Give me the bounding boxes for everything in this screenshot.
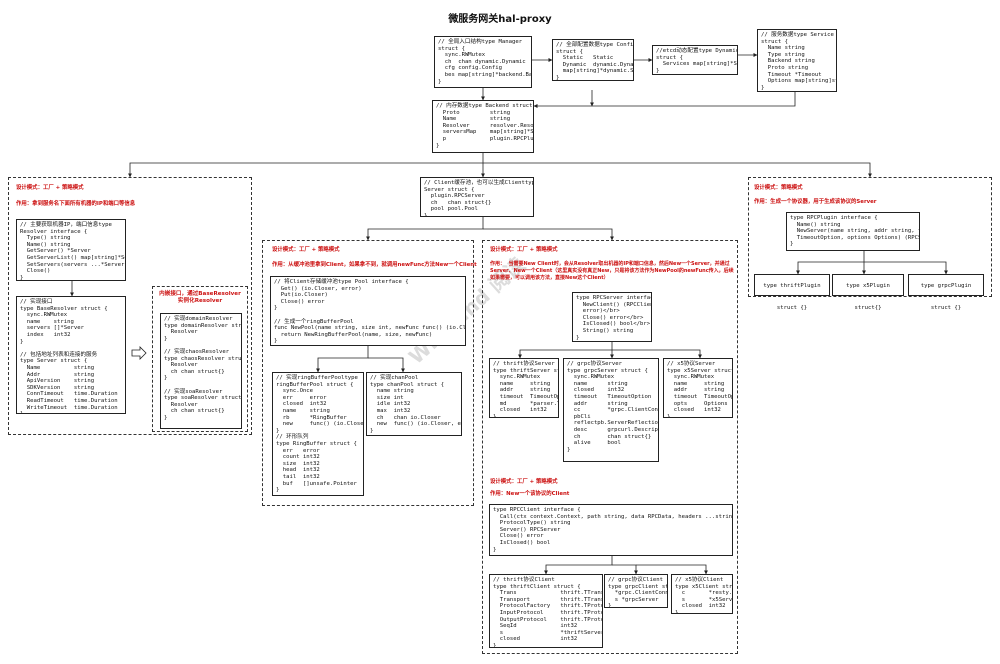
pool-purpose-label: 作用：从缓冲池里拿到Client，如果拿不到，就调用newFunc方法New一个…: [272, 262, 477, 268]
client-design-label: 设计模式：工厂 + 策略模式: [490, 479, 558, 485]
x5-plugin-box: type x5Plugin struct{}: [832, 274, 904, 311]
rpc-plugin-interface-box: type RPCPlugin interface { Name() string…: [786, 212, 920, 251]
server-pool-box: // Client缓存池，也可以生成Clienttype Server stru…: [420, 177, 534, 217]
impl-resolver-subsection: [152, 286, 248, 432]
pool-design-label: 设计模式：工厂 + 策略模式: [272, 247, 340, 253]
plugin-purpose-label: 作用：生成一个协议器，用于生成该协议的Server: [754, 199, 877, 205]
edge-service-backend: [533, 92, 796, 108]
edge-rpcserver-thrift: [518, 342, 613, 359]
server-design-label: 设计模式：工厂 + 策略模式: [490, 247, 558, 253]
rpc-server-interface-box: type RPCServer interface {</br> NewClien…: [572, 292, 652, 342]
resolver-purpose-label: 作用：拿到服务名下面所有机器的IP和端口等信息: [16, 201, 136, 207]
client-purpose-label: 作用：New一个该协议的Client: [490, 491, 570, 497]
grpc-server-box: // grpc协议Server type grpcServer struct {…: [563, 358, 659, 462]
resolver-section: [8, 177, 252, 435]
backend-struct-box: // 内存数据type Backend struct { Proto strin…: [432, 100, 534, 153]
edge-rpcclient-x5: [636, 564, 708, 575]
service-struct-box: // 服务数据type Service struct { Name string…: [757, 29, 837, 92]
grpc-plugin-box: type grpcPlugin struct {}: [908, 274, 984, 311]
config-struct-box: // 全部配置数据type Config struct { Static Sta…: [552, 39, 634, 81]
pool-section: [262, 240, 474, 506]
thrift-server-box: // thrift协议Server type thriftServer stru…: [489, 358, 559, 418]
edge-rpcclient-thrift: [544, 556, 613, 575]
edge-backend-left: [128, 153, 484, 178]
resolver-interface-box: // 主要获取机器IP，端口信息type Resolver interface …: [16, 219, 126, 281]
server-purpose-label: 作用： 当需要New Client时，会从Resolver取出机器的IP和端口信…: [490, 261, 734, 281]
edge-rpcserver-x5: [612, 349, 702, 359]
base-resolver-box: // 实现接口 type BaseResolver struct { sync.…: [16, 296, 126, 414]
plugin-section: [748, 177, 992, 297]
chan-pool-box: // 实现chanPool type chanPool struct { nam…: [366, 372, 462, 436]
thrift-client-box: // thrift协议Client type thriftClient stru…: [489, 574, 603, 648]
x5-server-box: // x5协议Server type x5Server struct { syn…: [663, 358, 733, 418]
impl-resolver-title: 内嵌接口，通过BaseResolver 实例化Resolver: [159, 291, 241, 304]
edge-pool-chan: [368, 357, 405, 373]
rpc-client-interface-box: type RPCClient interface { Call(ctx cont…: [489, 504, 733, 556]
edge-pool-ring: [316, 346, 369, 373]
edge-server-mid: [366, 217, 484, 241]
resolver-design-label: 设计模式：工厂 + 策略模式: [16, 185, 84, 191]
edge-server-right: [483, 228, 614, 241]
dynamic-struct-box: //etcd动态配置type Dynamic struct { Services…: [652, 45, 738, 75]
grpc-client-box: // grpc协议Client type grpcClient struct {…: [604, 574, 668, 608]
manager-struct-box: // 全局入口结构type Manager struct { sync.RWMu…: [434, 36, 532, 88]
edge-backend-right: [483, 162, 872, 178]
thrift-plugin-box: type thriftPlugin struct {}: [754, 274, 830, 311]
server-client-section: [482, 240, 738, 654]
edge-plugin-grpc: [864, 261, 948, 275]
arrow-right-icon: [131, 346, 147, 360]
plugin-design-label: 设计模式：策略模式: [754, 185, 803, 191]
pool-interface-box: // 将Client存储缓冲池type Pool interface { Get…: [270, 276, 466, 346]
impl-resolvers-box: // 实现domainResolver type domainResolver …: [160, 313, 242, 429]
page-title: 微服务网关hal-proxy: [448, 14, 552, 25]
edge-plugin-thrift: [796, 251, 865, 275]
ring-buffer-pool-box: // 实现ringBufferPooltype ringBufferPool s…: [272, 372, 364, 496]
x5-client-box: // x5协议Client type x5Client struct {</br…: [671, 574, 733, 614]
